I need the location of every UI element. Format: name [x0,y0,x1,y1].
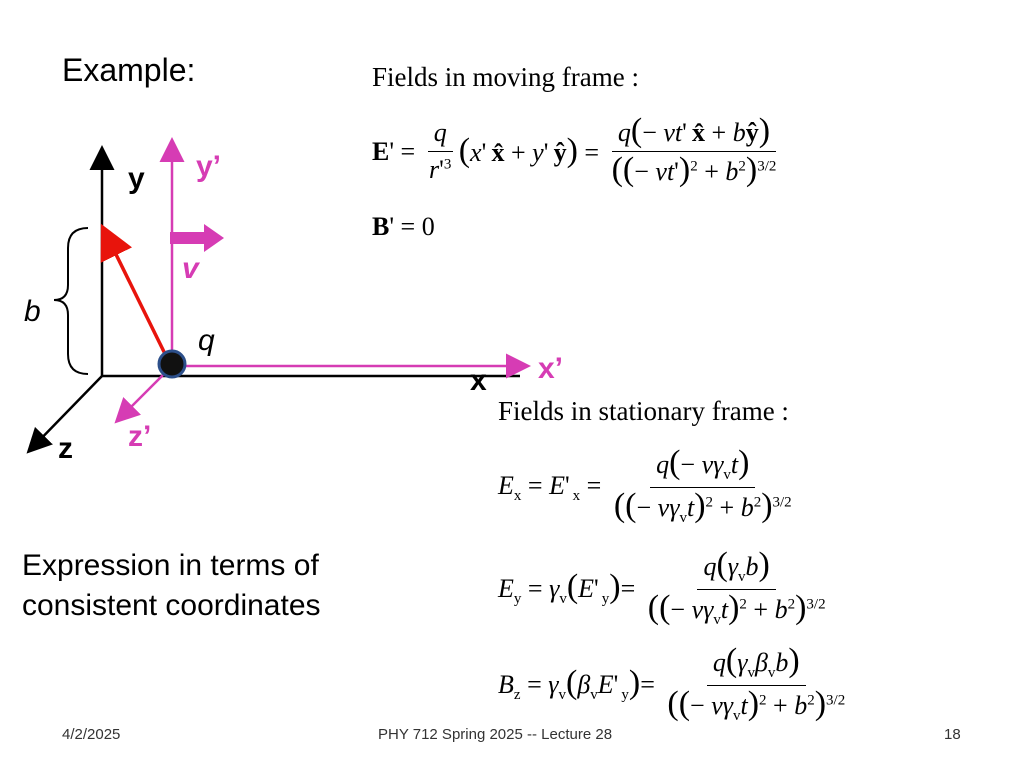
eq-Ey: Ey = γv(E' y)= q(γvb) ((− vγvt)2 + b2)3/… [498,546,826,629]
y-label: y [128,162,145,195]
footer-course: PHY 712 Spring 2025 -- Lecture 28 [378,726,613,743]
slide-title: Example: [62,52,196,88]
b-label: b [24,295,41,328]
y-prime-label: y’ [196,150,221,183]
z-prime-label: z’ [128,420,151,453]
description-line-2: consistent coordinates [22,589,321,622]
radius-vector [100,223,172,365]
velocity-arrow [170,224,224,252]
footer-page-number: 18 [944,726,961,743]
description-line-1: Expression in terms of [22,549,319,582]
b-brace [53,227,89,375]
frame-diagram: y y’ v b q x x’ z z’ [24,137,563,465]
v-label: v [182,252,201,285]
eq-Bz: Bz = γv(βvE' y)= q(γvβvb) ((− vγvt)2 + b… [498,642,846,725]
charge-q [157,349,187,379]
q-label: q [198,324,215,357]
moving-frame-heading: Fields in moving frame : [372,62,639,92]
x-prime-label: x’ [538,352,563,385]
description-text: Expression in terms of consistent coordi… [22,546,321,626]
x-label: x [470,364,487,397]
eq-B-prime: B' = 0 [372,212,435,241]
stationary-frame-heading: Fields in stationary frame : [498,396,789,426]
footer-date: 4/2/2025 [62,726,121,743]
z-label: z [58,432,73,465]
z-axis [26,375,103,454]
eq-Ex: Ex = E' x = q(− vγvt) ((− vγvt)2 + b2)3/… [498,444,792,527]
